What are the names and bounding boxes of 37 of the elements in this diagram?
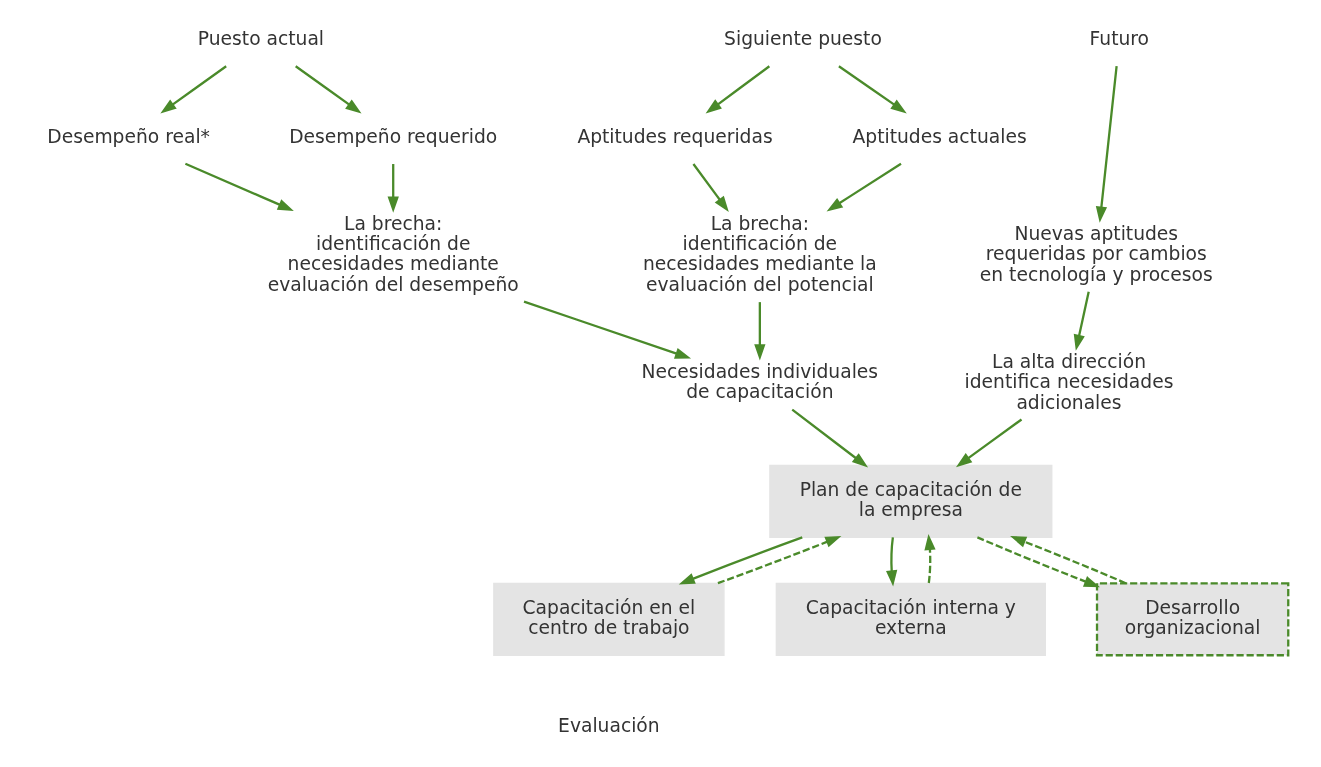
arrow [705, 65, 770, 114]
node-text: Necesidades individuales de capacitación [641, 361, 878, 403]
node-box: Capacitación interna y externa [775, 582, 1046, 656]
arrow [1009, 536, 1126, 585]
arrow [1095, 66, 1118, 223]
arrow [184, 162, 294, 211]
node-text: Futuro [1089, 27, 1149, 49]
arrow [294, 65, 361, 114]
arrow [387, 164, 399, 213]
node-text: Puesto actual [197, 27, 324, 49]
label: Evaluación [557, 715, 660, 737]
arrow [678, 536, 803, 585]
node-text: Siguiente puesto [723, 27, 882, 49]
node-text: Desempeño requerido [288, 125, 497, 147]
arrow [885, 537, 897, 587]
node-text: Nuevas aptitudes requeridas por cambios en tecnología y procesos [979, 223, 1213, 285]
arrow [1073, 291, 1090, 351]
node-text: La brecha: identificación de necesidades mediante la evaluación del potencial [642, 213, 877, 295]
arrow [976, 536, 1100, 588]
node-box: Capacitación en el centro de trabajo [492, 582, 725, 656]
node-box: Plan de capacitación de la empresa [768, 464, 1052, 539]
arrow [826, 162, 902, 212]
arrow [955, 418, 1022, 468]
node-box: Desarrollo organizacional [1095, 582, 1289, 657]
arrow [923, 533, 936, 584]
arrow [692, 163, 729, 213]
arrow [717, 536, 841, 585]
node-text: La brecha: identificación de necesidades mediante evaluación del desempeño [267, 213, 519, 295]
arrow [837, 65, 907, 114]
node-text: La alta dirección identifica necesidades adicionales [964, 351, 1173, 413]
arrow [159, 65, 227, 114]
node-text: Aptitudes actuales [852, 125, 1027, 147]
node-text: Aptitudes requeridas [576, 125, 773, 147]
node-text: Desempeño real* [46, 125, 210, 147]
arrow [791, 408, 868, 468]
arrow [523, 300, 691, 359]
arrow [753, 302, 765, 361]
